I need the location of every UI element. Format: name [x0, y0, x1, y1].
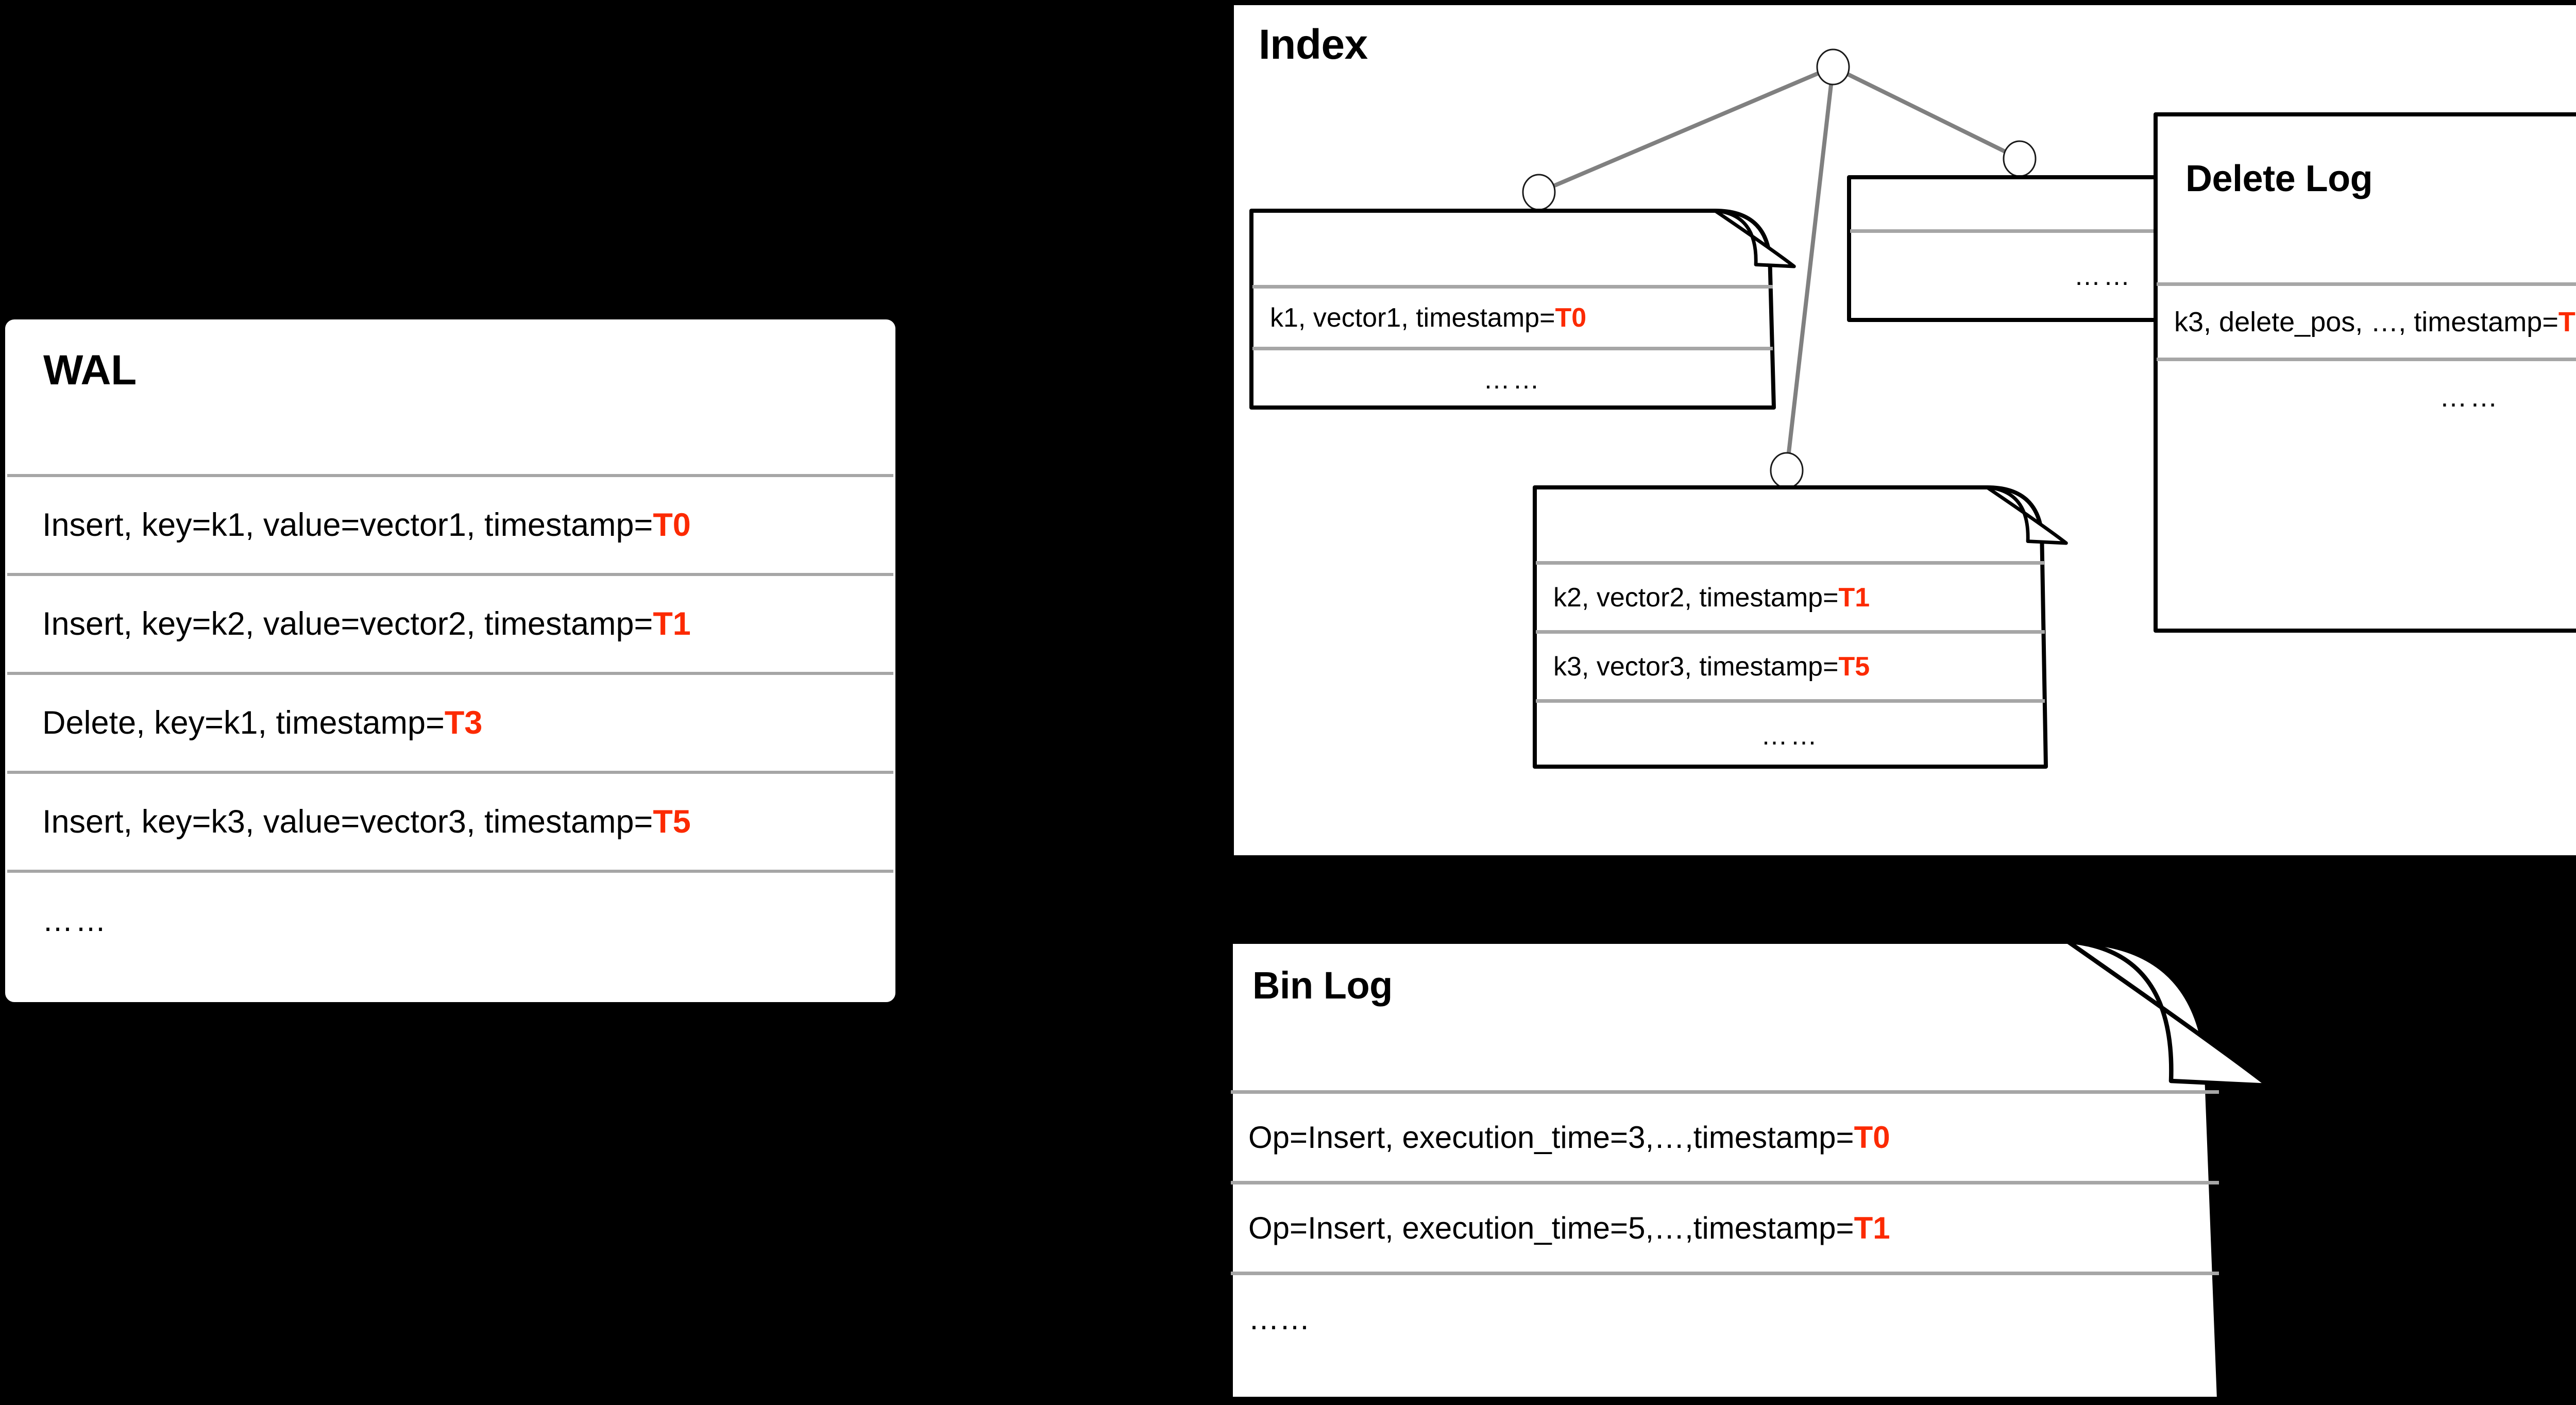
wal-row[interactable]: Insert, key=k2, value=vector2, timestamp… — [7, 573, 893, 672]
tree-node-left[interactable] — [1522, 174, 1556, 211]
row-text: k3, vector3, timestamp=T5 — [1553, 651, 1870, 682]
doc-row[interactable]: Op=Insert, execution_time=5,…,timestamp=… — [1231, 1181, 2219, 1272]
timestamp-value: T1 — [653, 605, 691, 642]
delete-log-title: Delete Log — [2185, 158, 2373, 199]
row-text: Delete, key=k1, timestamp=T3 — [42, 704, 483, 741]
tree-node-right[interactable] — [2003, 140, 2037, 177]
delete-log-row-list: k3, delete_pos, …, timestamp=T3 …… — [2157, 282, 2576, 433]
row-text: Op=Insert, execution_time=5,…,timestamp=… — [1248, 1210, 1890, 1245]
wal-row[interactable]: Insert, key=k3, value=vector3, timestamp… — [7, 771, 893, 870]
timestamp-value: T5 — [653, 803, 691, 840]
wal-panel: WAL Insert, key=k1, value=vector1, times… — [5, 319, 895, 1002]
wal-row-list: Insert, key=k1, value=vector1, timestamp… — [7, 474, 893, 969]
row-text: …… — [1483, 364, 1542, 395]
row-text: k3, delete_pos, …, timestamp=T3 — [2157, 308, 2576, 336]
tree-node-middle[interactable] — [1770, 452, 1804, 489]
bin-log-row-list: Op=Insert, execution_time=3,…,timestamp=… — [1231, 1090, 2219, 1362]
doc-row[interactable]: …… — [1231, 1272, 2219, 1362]
timestamp-value: T0 — [1854, 1120, 1890, 1155]
doc-row[interactable]: k3, vector3, timestamp=T5 — [1536, 630, 2045, 699]
timestamp-value: T1 — [1854, 1210, 1890, 1245]
doc-row[interactable]: Op=Insert, execution_time=3,…,timestamp=… — [1231, 1090, 2219, 1181]
wal-row[interactable]: …… — [7, 870, 893, 969]
wal-row[interactable]: Insert, key=k1, value=vector1, timestamp… — [7, 474, 893, 573]
leaf-k2-row-list: k2, vector2, timestamp=T1 k3, vector3, ti… — [1536, 561, 2045, 768]
row-text: …… — [42, 903, 108, 938]
doc-row[interactable]: k2, vector2, timestamp=T1 — [1536, 561, 2045, 630]
delete-log-panel[interactable]: Delete Log k3, delete_pos, …, timestamp=… — [2154, 112, 2576, 633]
leaf-node-k2-k3[interactable]: k2, vector2, timestamp=T1 k3, vector3, ti… — [1533, 485, 2068, 769]
leaf-node-k1[interactable]: k1, vector1, timestamp=T0 …… — [1249, 209, 1796, 410]
timestamp-value: T3 — [2558, 306, 2576, 337]
row-text: Insert, key=k3, value=vector3, timestamp… — [42, 803, 691, 840]
row-text: k1, vector1, timestamp=T0 — [1270, 302, 1587, 333]
index-title: Index — [1259, 21, 1368, 68]
row-text: …… — [1248, 1301, 1310, 1336]
row-text: Op=Insert, execution_time=3,…,timestamp=… — [1248, 1120, 1890, 1155]
doc-row[interactable]: …… — [2157, 358, 2576, 433]
timestamp-value: T0 — [1555, 302, 1587, 333]
timestamp-value: T3 — [444, 704, 483, 741]
wal-row[interactable]: Delete, key=k1, timestamp=T3 — [7, 672, 893, 771]
bin-log-panel[interactable]: Bin Log Op=Insert, execution_time=3,…,ti… — [1228, 939, 2271, 1402]
doc-row[interactable]: …… — [1252, 347, 1773, 409]
doc-row[interactable]: k1, vector1, timestamp=T0 — [1252, 285, 1773, 347]
row-text: k2, vector2, timestamp=T1 — [1553, 582, 1870, 613]
row-text: …… — [1761, 720, 1820, 751]
tree-node-root[interactable] — [1816, 48, 1850, 86]
row-text: Insert, key=k1, value=vector1, timestamp… — [42, 506, 691, 543]
row-text: …… — [2074, 261, 2133, 291]
timestamp-value: T1 — [1838, 582, 1870, 613]
doc-row[interactable]: k3, delete_pos, …, timestamp=T3 — [2157, 282, 2576, 358]
tree-edge — [1832, 65, 2021, 161]
timestamp-value: T0 — [653, 506, 691, 543]
tree-edge — [1538, 65, 1834, 194]
doc-row[interactable]: …… — [1536, 699, 2045, 768]
leaf-k1-row-list: k1, vector1, timestamp=T0 …… — [1252, 285, 1773, 409]
leaf-dots-row-list: …… — [1850, 229, 2357, 319]
doc-row[interactable]: …… — [1850, 229, 2357, 319]
timestamp-value: T5 — [1838, 651, 1870, 682]
wal-title: WAL — [43, 347, 137, 394]
bin-log-title: Bin Log — [1252, 964, 1393, 1007]
row-text: Insert, key=k2, value=vector2, timestamp… — [42, 605, 691, 642]
row-text: …… — [2439, 381, 2500, 413]
index-panel: Index k1, vector1, timestamp=T0 …… …… k2,… — [1234, 5, 2576, 855]
